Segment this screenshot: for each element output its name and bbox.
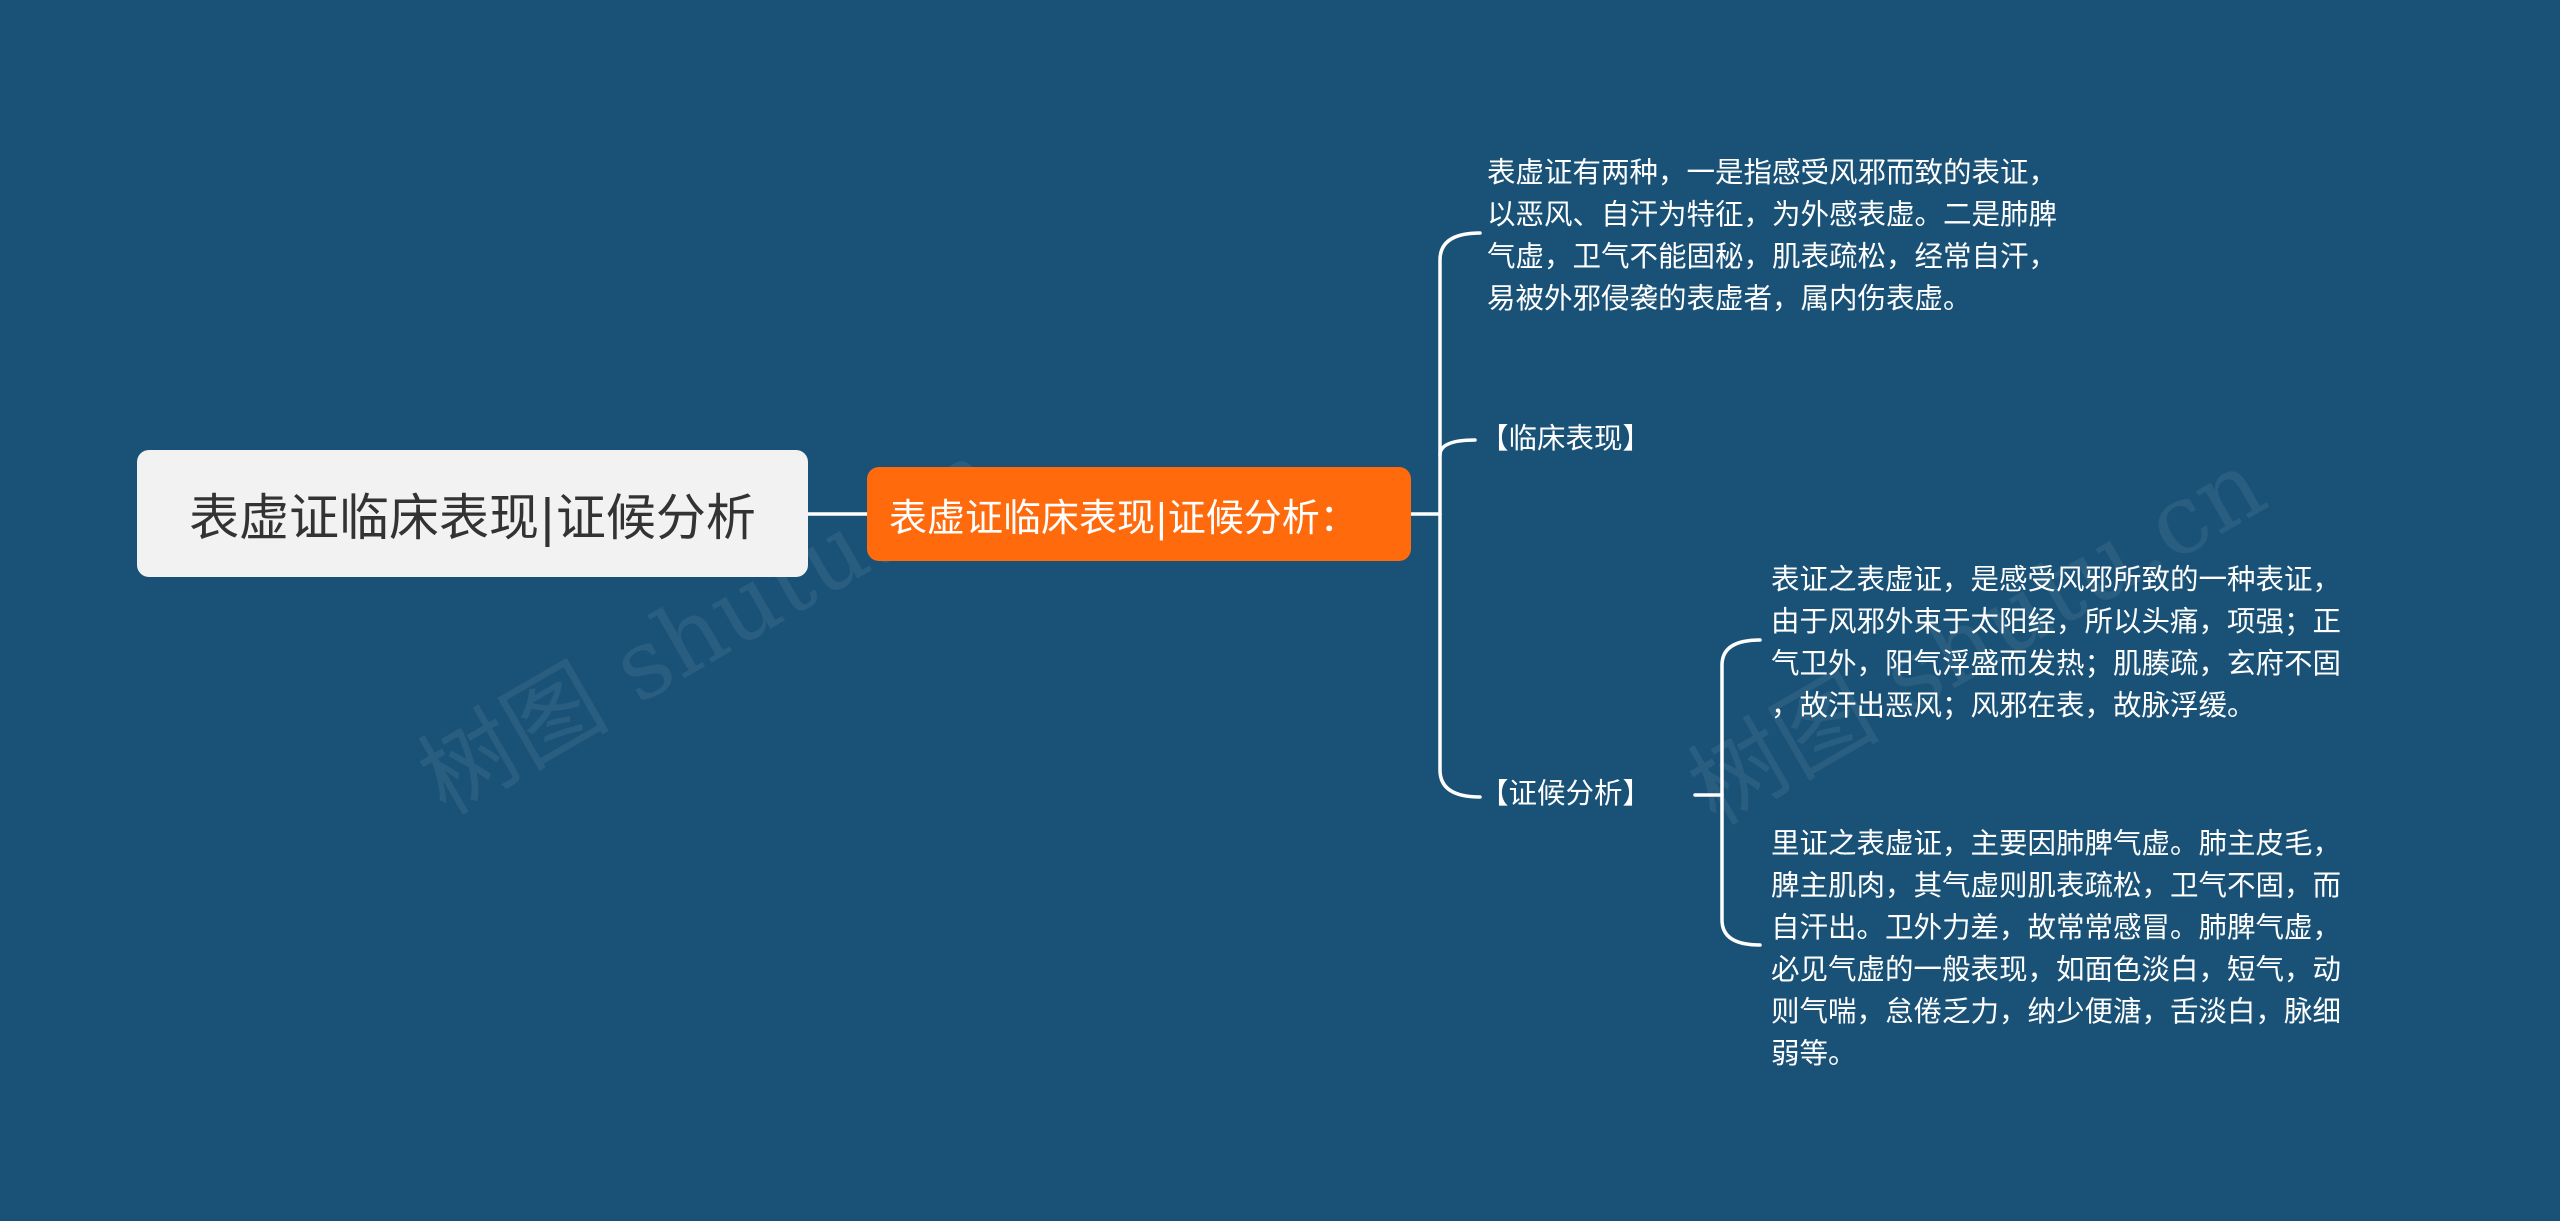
main-topic-label: 表虚证临床表现|证候分析： [889, 495, 1358, 540]
clinical-label-node[interactable]: 【临床表现】 [1480, 422, 1652, 455]
root-topic-label: 表虚证临床表现|证候分析 [189, 488, 756, 547]
bracket-level2 [1720, 638, 1762, 947]
analysis-item-node[interactable]: 表证之表虚证，是感受风邪所致的一种表证， 由于风邪外束于太阳经，所以头痛，项强；… [1771, 563, 2342, 722]
analysis-label-node[interactable]: 【证候分析】 [1480, 777, 1652, 810]
root-topic[interactable]: 表虚证临床表现|证候分析 [137, 450, 808, 577]
analysis-item-node[interactable]: 里证之表虚证，主要因肺脾气虚。肺主皮毛， 脾主肌肉，其气虚则肌表疏松，卫气不固，… [1771, 827, 2342, 1070]
main-topic[interactable]: 表虚证临床表现|证候分析： [867, 467, 1411, 561]
bracket-level1 [1438, 231, 1482, 799]
description-node[interactable]: 表虚证有两种，一是指感受风邪而致的表证， 以恶风、自汗为特征，为外感表虚。二是肺… [1487, 156, 2058, 315]
connector-clinical [1438, 438, 1477, 457]
